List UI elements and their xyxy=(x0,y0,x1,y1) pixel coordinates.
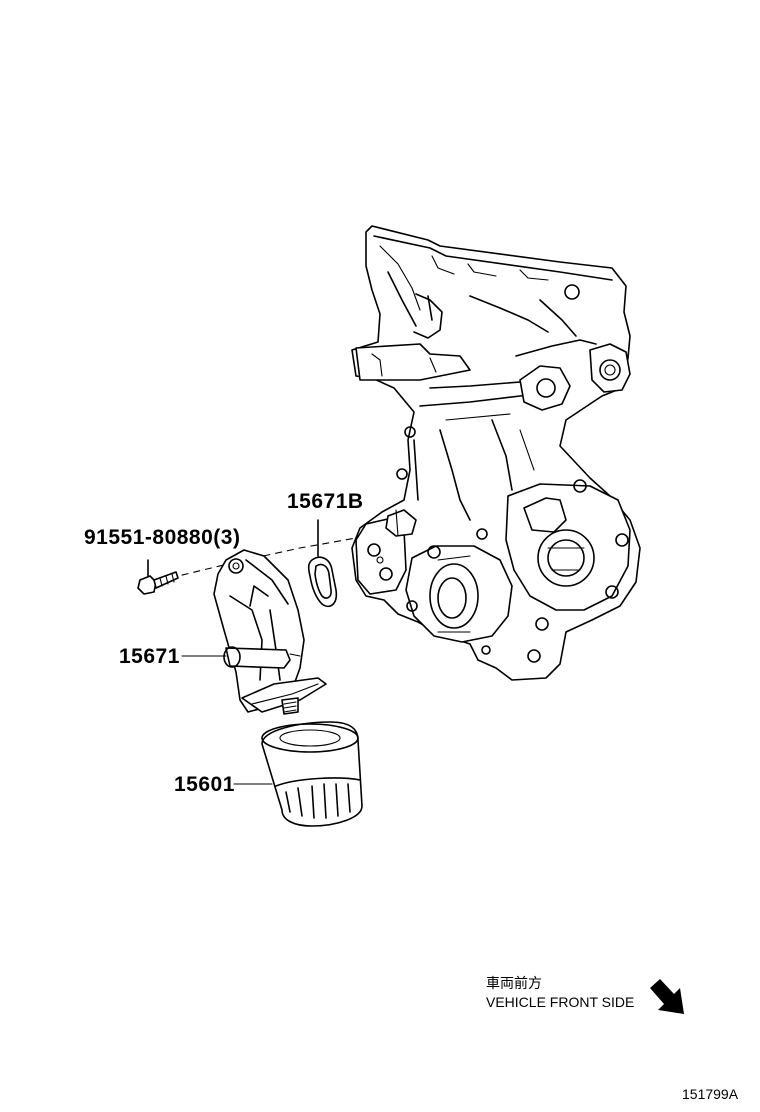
gasket-15671B-illustration xyxy=(307,519,338,608)
timing-cover-illustration xyxy=(351,225,641,681)
bolt-91551-80880-illustration xyxy=(137,559,179,595)
oil-filter-bracket-15671-illustration xyxy=(213,549,327,715)
figure-number: 151799A xyxy=(682,1086,739,1102)
part-number-filter[interactable]: 15601 xyxy=(174,773,235,796)
part-number-bracket[interactable]: 15671 xyxy=(119,645,180,668)
oil-filter-15601-illustration xyxy=(261,721,363,827)
assembly-line-dashed xyxy=(169,537,357,579)
vehicle-front-side-label: VEHICLE FRONT SIDE xyxy=(486,994,635,1010)
part-number-gasket[interactable]: 15671B xyxy=(287,490,364,513)
arrow-down-right-icon xyxy=(650,979,684,1014)
part-number-bolt[interactable]: 91551-80880(3) xyxy=(84,526,241,549)
vehicle-front-side-label-jp: 車両前方 xyxy=(486,975,542,991)
